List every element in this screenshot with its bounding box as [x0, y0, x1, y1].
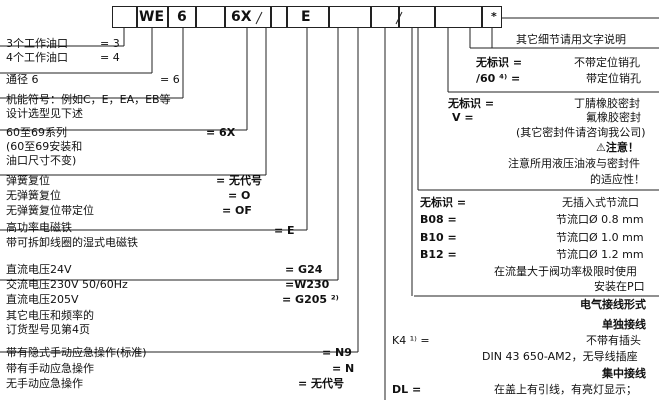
ports-3-label: 3个工作油口	[6, 37, 68, 50]
central-title: 集中接线	[602, 367, 646, 380]
code-box-we	[137, 6, 168, 28]
throttle-0-value: 无插入式节流口	[562, 196, 639, 209]
attention-line: ⚠注意！	[596, 141, 639, 155]
pin-0-value: 不带定位销孔	[574, 56, 640, 69]
elec-title: 电气接线形式	[580, 298, 646, 311]
code-we: WE	[139, 9, 165, 25]
size-code: = 6	[160, 73, 180, 86]
throttle-2-key: B10 =	[420, 231, 457, 244]
voltage-2-code: = G205 ²⁾	[282, 293, 339, 306]
solenoid-line-1: 高功率电磁铁	[6, 221, 72, 234]
seal-1-key: V =	[452, 111, 474, 124]
voltage-0-label: 直流电压24V	[6, 263, 72, 276]
code-box-throttle	[435, 6, 482, 28]
code-box-1	[112, 6, 137, 28]
code-series: 6X	[231, 9, 252, 25]
symbol-line-1: 机能符号：例如C，E，EA，EB等	[6, 93, 171, 106]
ports-4-code: = 4	[100, 51, 120, 64]
throttle-0-key: 无标识 =	[420, 196, 467, 209]
code-asterisk: *	[491, 10, 497, 23]
voltage-1-label: 交流电压230V 50/60Hz	[6, 278, 128, 291]
attention-text: 注意！	[605, 141, 639, 154]
throttle-3-value: 节流口Ø 1.2 mm	[556, 248, 644, 261]
manual-0-label: 带有隐式手动应急操作(标准)	[6, 346, 147, 359]
spring-0-label: 弹簧复位	[6, 174, 50, 187]
seal-0-value: 丁腈橡胶密封	[574, 97, 640, 110]
ports-4-label: 4个工作油口	[6, 51, 68, 64]
code-box-seal	[482, 6, 502, 28]
code-size: 6	[177, 9, 187, 25]
spring-1-label: 无弹簧复位	[6, 189, 61, 202]
series-line-1: 60至69系列	[6, 126, 67, 139]
throttle-1-value: 节流口Ø 0.8 mm	[556, 213, 644, 226]
ports-3-code: = 3	[100, 37, 120, 50]
manual-1-code: = N	[332, 362, 355, 375]
series-code: = 6X	[206, 126, 236, 139]
spring-1-code: = O	[228, 189, 251, 202]
spring-0-code: = 无代号	[216, 174, 263, 187]
throttle-note-2: 安装在P口	[594, 280, 645, 293]
code-box-series	[225, 6, 271, 28]
k4-line-2: DIN 43 650-AM2，无导线插座	[482, 350, 638, 363]
code-solenoid: E	[301, 9, 311, 25]
voltage-1-code: =W230	[285, 278, 330, 291]
size-label: 通径 6	[6, 73, 39, 86]
code-box-size	[168, 6, 196, 28]
symbol-line-2: 设计选型见下述	[6, 107, 83, 120]
code-box-solenoid	[287, 6, 329, 28]
code-box-manual	[371, 6, 399, 28]
solenoid-code: = E	[274, 224, 295, 237]
spring-2-label: 无弹簧复位带定位	[6, 204, 94, 217]
fluid-note-2: 的适应性！	[590, 173, 645, 186]
seal-0-key: 无标识 =	[448, 97, 495, 110]
k4-line-1: 不带有插头	[586, 334, 641, 347]
throttle-note-1: 在流量大于阀功率极限时使用	[494, 265, 637, 278]
k4-key: K4 ¹⁾ =	[392, 334, 430, 347]
manual-1-label: 带有手动应急操作	[6, 362, 94, 375]
voltage-note-1: 其它电压和频率的	[6, 309, 94, 322]
code-box-spring	[271, 6, 287, 28]
manual-0-code: = N9	[322, 346, 352, 359]
seal-1-value: 氟橡胶密封	[586, 111, 641, 124]
warning-icon: ⚠	[596, 141, 606, 154]
voltage-0-code: = G24	[285, 263, 323, 276]
pin-1-key: /60 ⁴⁾ =	[476, 72, 521, 85]
manual-2-label: 无手动应急操作	[6, 377, 83, 390]
fluid-note-1: 注意所用液压油液与密封件	[508, 157, 640, 170]
seal-note: (其它密封件请咨询我公司)	[516, 126, 646, 139]
series-line-2: (60至69安装和	[6, 140, 83, 153]
single-title: 单独接线	[602, 318, 646, 331]
voltage-2-label: 直流电压205V	[6, 293, 79, 306]
code-box-symbol	[196, 6, 225, 28]
manual-2-code: = 无代号	[298, 377, 345, 390]
spring-2-code: = OF	[222, 204, 252, 217]
throttle-1-key: B08 =	[420, 213, 457, 226]
other-details: 其它细节请用文字说明	[516, 33, 626, 46]
throttle-3-key: B12 =	[420, 248, 457, 261]
dl-line-1: 在盖上有引线，有亮灯显示；	[494, 383, 637, 396]
pin-0-key: 无标识 =	[476, 56, 523, 69]
dl-key: DL =	[392, 383, 422, 396]
throttle-2-value: 节流口Ø 1.0 mm	[556, 231, 644, 244]
pin-1-value: 带定位销孔	[586, 72, 641, 85]
voltage-note-2: 订货型号见第4页	[6, 323, 90, 336]
code-box-voltage	[329, 6, 371, 28]
solenoid-line-2: 带可拆卸线圈的湿式电磁铁	[6, 236, 138, 249]
series-line-3: 油口尺寸不变)	[6, 154, 77, 167]
